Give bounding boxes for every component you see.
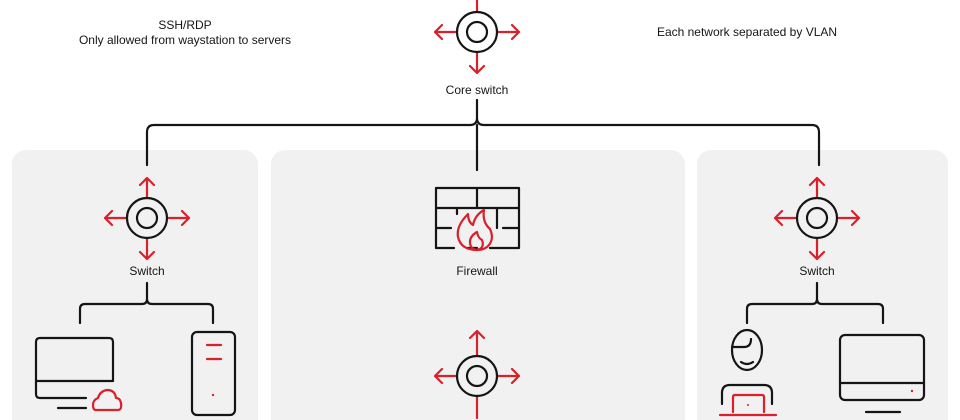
core-switch-label: Core switch [446,83,509,97]
firewall-icon [434,186,521,252]
waystation-user-icon [718,328,778,417]
server-tower-icon [190,330,237,417]
right-network-panel [697,150,948,420]
right-desktop-icon [838,333,926,414]
desktop-cloud-icon [34,336,123,412]
left-switch-label: Switch [129,264,164,278]
ssh-detail: Only allowed from waystation to servers [79,33,291,47]
right-switch-icon [773,176,861,261]
middle-network-panel [271,150,685,420]
ssh-title: SSH/RDP [158,18,211,32]
middle-switch-icon [433,329,521,420]
vlan-note: Each network separated by VLAN [657,25,837,39]
right-device-connector [745,281,885,325]
left-network-panel [12,150,258,420]
core-bus-connector [145,98,821,172]
right-switch-label: Switch [799,264,834,278]
network-panels [12,150,948,420]
left-device-connector [78,281,215,325]
firewall-label: Firewall [456,264,497,278]
core-switch-icon [433,0,521,75]
left-switch-icon [103,176,191,261]
